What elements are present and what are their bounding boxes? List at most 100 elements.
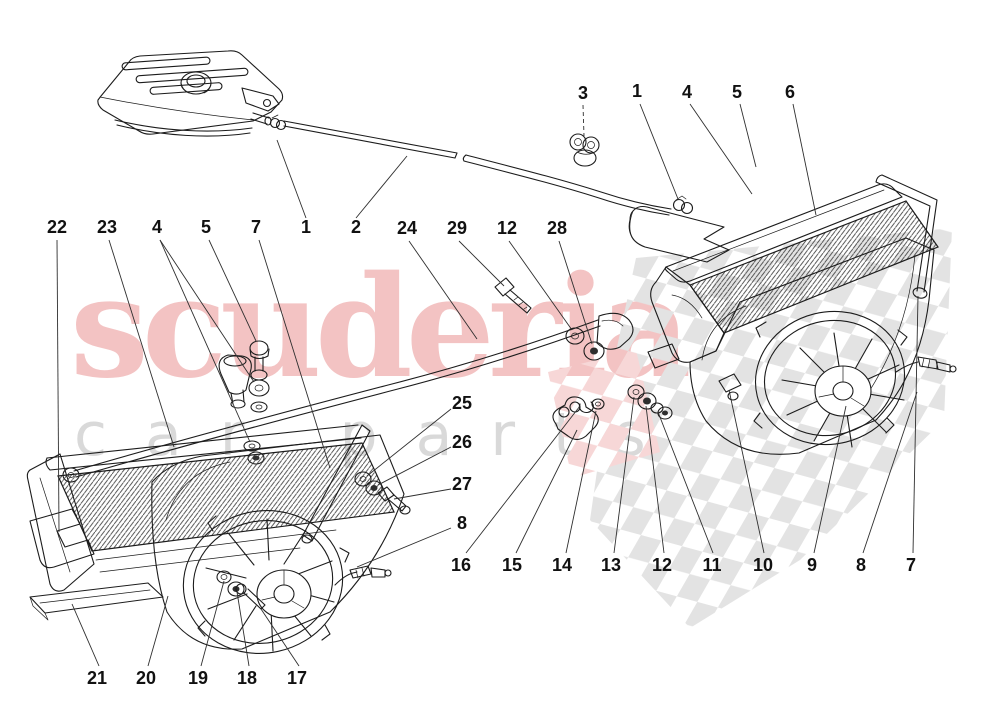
leader-line-18 <box>236 591 250 667</box>
leader-line-4 <box>159 239 251 443</box>
callout-24: 24 <box>397 218 417 238</box>
callout-19: 19 <box>188 668 208 688</box>
expansion-tank <box>97 50 287 137</box>
leader-line-4 <box>689 103 753 195</box>
leader-line-24 <box>408 240 478 340</box>
bolt-item29 <box>494 277 532 314</box>
leader-line-7 <box>912 295 919 554</box>
hose-clamp-right <box>672 195 694 215</box>
side-bracket-item22 <box>29 508 95 569</box>
callout-5: 5 <box>732 82 742 102</box>
callout-23: 23 <box>97 217 117 237</box>
callout-8: 8 <box>457 513 467 533</box>
callout-27: 27 <box>452 474 472 494</box>
callout-12: 12 <box>652 555 672 575</box>
leader-line-17 <box>260 608 300 667</box>
left-radiator-core <box>57 442 395 552</box>
right-fan-shroud <box>689 237 935 455</box>
callout-4: 4 <box>152 217 162 237</box>
callout-16: 16 <box>451 555 471 575</box>
leader-line-16 <box>465 405 581 554</box>
radiator-mount-washers <box>627 384 673 420</box>
callout-21: 21 <box>87 668 107 688</box>
leader-line-11 <box>657 411 714 554</box>
ring-item14 <box>591 398 605 410</box>
right-fan-blades <box>781 332 905 448</box>
tank-bracket <box>241 87 280 112</box>
callout-1: 1 <box>632 81 642 101</box>
leader-line-20 <box>147 595 169 667</box>
callout-9: 9 <box>807 555 817 575</box>
leader-line-1 <box>639 103 679 200</box>
leader-line-21 <box>71 603 100 667</box>
leader-line-12 <box>645 405 665 554</box>
left-bracket-pipe <box>301 424 371 544</box>
callout-1: 1 <box>301 217 311 237</box>
inlet-duct <box>628 205 730 263</box>
callout-15: 15 <box>502 555 522 575</box>
callout-2: 2 <box>351 217 361 237</box>
washer-item12 <box>565 327 585 345</box>
leader-line-15 <box>515 429 578 554</box>
leader-line-27 <box>393 488 452 500</box>
callout-14: 14 <box>552 555 572 575</box>
leader-line-9 <box>813 405 847 554</box>
callout-4: 4 <box>682 82 692 102</box>
callout-8: 8 <box>856 555 866 575</box>
callout-22: 22 <box>47 217 67 237</box>
left-fan-shroud <box>151 434 405 650</box>
leader-line-7 <box>258 239 331 469</box>
loose-clamp-item3 <box>569 133 600 167</box>
leader-line-14 <box>565 410 597 554</box>
leader-line-22 <box>56 239 60 533</box>
lower-bracket-item21 <box>29 582 164 614</box>
callout-7: 7 <box>251 217 261 237</box>
left-bolt-stack <box>243 340 270 465</box>
leader-line-8 <box>862 391 918 554</box>
left-fan <box>182 510 350 654</box>
callout-5: 5 <box>201 217 211 237</box>
callout-17: 17 <box>287 668 307 688</box>
fan-fixing-hardware <box>216 570 266 610</box>
leader-line-6 <box>792 103 817 216</box>
callout-12: 12 <box>497 218 517 238</box>
leader-line-8 <box>356 527 452 568</box>
callout-28: 28 <box>547 218 567 238</box>
callout-11: 11 <box>702 555 721 575</box>
leader-line-3 <box>582 104 585 137</box>
callout-18: 18 <box>237 668 257 688</box>
leader-line-13 <box>613 396 635 554</box>
leader-line-25 <box>366 408 452 477</box>
leader-line-4 <box>159 239 255 383</box>
leader-line-10 <box>728 389 765 554</box>
filler-neck <box>218 354 252 409</box>
grommet-item28 <box>583 341 605 361</box>
right-bracket-pipe <box>875 174 938 299</box>
callout-3: 3 <box>578 83 588 103</box>
right-radiator <box>627 174 957 455</box>
leader-line-2 <box>355 155 408 219</box>
left-radiator <box>26 424 405 654</box>
hose-clamp-tank <box>269 117 281 129</box>
leader-line-5 <box>739 103 757 168</box>
left-thermo-sensor <box>334 565 392 586</box>
watermark-checkered-flag <box>548 228 952 628</box>
leader-line-28 <box>558 240 593 345</box>
callout-26: 26 <box>452 432 472 452</box>
right-fan <box>753 310 908 448</box>
leader-line-5 <box>208 239 257 342</box>
top-hose-run <box>283 120 730 263</box>
pipe-elbow <box>596 312 634 350</box>
callout-13: 13 <box>601 555 621 575</box>
callout-25: 25 <box>452 393 472 413</box>
leader-line-23 <box>108 239 175 448</box>
fastener-trio <box>354 471 411 515</box>
leader-line-1 <box>276 139 307 219</box>
leader-line-26 <box>377 446 452 486</box>
callout-20: 20 <box>136 668 156 688</box>
leader-line-19 <box>200 580 225 667</box>
leader-line-29 <box>458 240 505 287</box>
